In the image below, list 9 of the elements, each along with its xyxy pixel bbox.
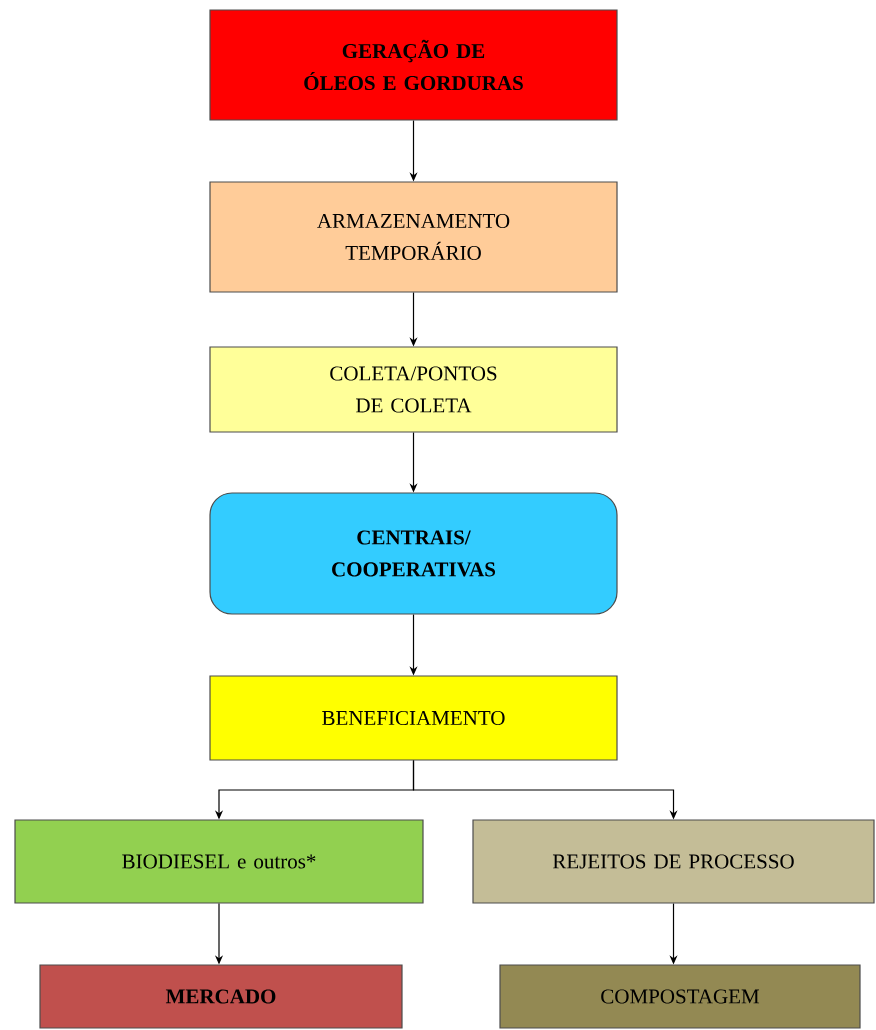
process-box: COMPOSTAGEM [499,964,861,1029]
rounded-box: CENTRAIS/ COOPERATIVAS [209,492,618,615]
process-box: COLETA/PONTOS DE COLETA [209,346,618,433]
process-box: ARMAZENAMENTO TEMPORÁRIO [209,181,618,293]
process-box: MERCADO [39,964,403,1029]
process-box: GERAÇÃO DE ÓLEOS E GORDURAS [209,9,618,121]
process-box: BENEFICIAMENTO [209,675,618,761]
process-box: REJEITOS DE PROCESSO [472,819,875,904]
process-box: BIODIESEL e outros* [14,819,424,904]
